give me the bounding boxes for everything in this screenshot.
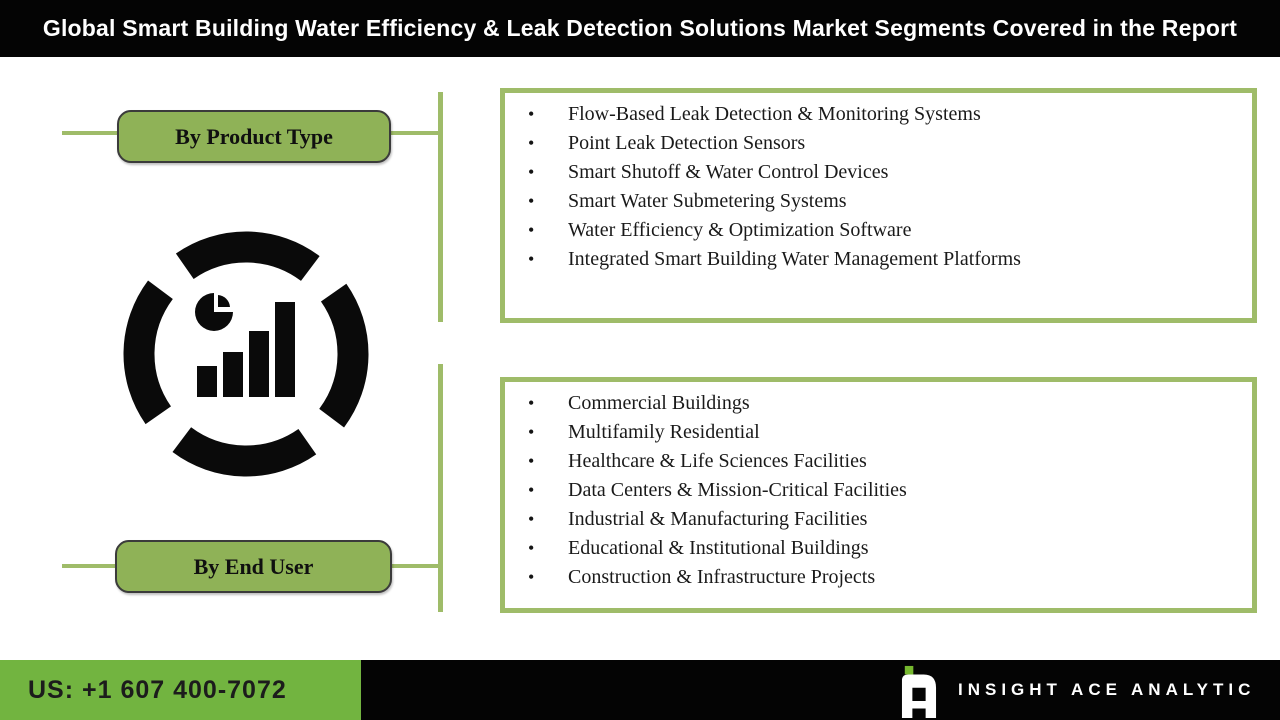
bullet-icon: • — [528, 538, 535, 558]
list-item-text: Data Centers & Mission-Critical Faciliti… — [568, 479, 907, 501]
list-item: • Flow-Based Leak Detection & Monitoring … — [510, 100, 1242, 129]
list-item-text: Multifamily Residential — [568, 421, 760, 443]
list-item: • Educational & Institutional Buildings — [510, 534, 1242, 563]
list-item: • Commercial Buildings — [510, 389, 1242, 418]
pie-chart-glyph — [195, 293, 233, 331]
list-item-text: Point Leak Detection Sensors — [568, 132, 806, 154]
list-item: • Industrial & Manufacturing Facilities — [510, 505, 1242, 534]
list-item: • Water Efficiency & Optimization Softwar… — [510, 216, 1242, 245]
connector-line-enduser-left — [62, 564, 115, 568]
bullet-icon: • — [528, 567, 535, 587]
donut-ring — [123, 231, 369, 477]
brand-block: INSIGHT ACE ANALYTIC — [898, 660, 1255, 720]
list-item-text: Educational & Institutional Buildings — [568, 537, 869, 559]
bar-chart-glyph — [197, 302, 295, 397]
list-item-text: Flow-Based Leak Detection & Monitoring S… — [568, 103, 981, 125]
list-item-text: Smart Water Submetering Systems — [568, 190, 847, 212]
list-item-text: Smart Shutoff & Water Control Devices — [568, 161, 889, 183]
bullet-icon: • — [528, 422, 535, 442]
bullet-icon: • — [528, 393, 535, 413]
end-user-list: • Commercial Buildings • Multifamily Resid… — [510, 389, 1242, 592]
segment-label-text: By End User — [193, 553, 314, 579]
analytics-chart-icon — [120, 228, 372, 480]
bullet-icon: • — [528, 133, 535, 153]
list-item: • Point Leak Detection Sensors — [510, 129, 1242, 158]
list-item-text: Water Efficiency & Optimization Software — [568, 219, 912, 241]
list-item-text: Commercial Buildings — [568, 392, 750, 414]
list-item-text: Healthcare & Life Sciences Facilities — [568, 450, 867, 472]
bullet-icon: • — [528, 451, 535, 471]
phone-number: US: +1 607 400-7072 — [28, 675, 287, 704]
segment-label-by-end-user: By End User — [115, 540, 392, 593]
list-item-text: Industrial & Manufacturing Facilities — [568, 508, 868, 530]
bullet-icon: • — [528, 509, 535, 529]
segment-label-by-product-type: By Product Type — [117, 110, 391, 163]
insight-ace-logo-icon — [901, 665, 937, 718]
connector-line-product-right — [391, 131, 442, 135]
product-type-list: • Flow-Based Leak Detection & Monitoring … — [510, 100, 1242, 274]
bullet-icon: • — [528, 104, 535, 124]
end-user-list-box: • Commercial Buildings • Multifamily Resid… — [500, 377, 1257, 613]
title-bar: Global Smart Building Water Efficiency &… — [0, 0, 1280, 57]
product-type-list-box: • Flow-Based Leak Detection & Monitoring … — [500, 88, 1257, 323]
bullet-icon: • — [528, 162, 535, 182]
list-item: • Smart Shutoff & Water Control Devices — [510, 158, 1242, 187]
bullet-icon: • — [528, 191, 535, 211]
list-item: • Integrated Smart Building Water Managem… — [510, 245, 1242, 274]
list-item: • Multifamily Residential — [510, 418, 1242, 447]
list-item: • Data Centers & Mission-Critical Facilit… — [510, 476, 1242, 505]
list-item: • Healthcare & Life Sciences Facilities — [510, 447, 1242, 476]
list-item: • Construction & Infrastructure Projects — [510, 563, 1242, 592]
connector-line-enduser-right — [392, 564, 442, 568]
list-item: • Smart Water Submetering Systems — [510, 187, 1242, 216]
list-item-text: Construction & Infrastructure Projects — [568, 566, 876, 588]
bullet-icon: • — [528, 249, 535, 269]
bullet-icon: • — [528, 480, 535, 500]
brand-name: INSIGHT ACE ANALYTIC — [958, 680, 1256, 699]
page-title: Global Smart Building Water Efficiency &… — [42, 15, 1238, 41]
bullet-icon: • — [528, 220, 535, 240]
analytics-chart-icon-svg — [123, 231, 369, 477]
footer-phone-panel: US: +1 607 400-7072 — [0, 660, 361, 720]
list-item-text: Integrated Smart Building Water Manageme… — [568, 248, 1021, 270]
connector-line-product-left — [62, 131, 117, 135]
connector-line-product-vertical — [438, 92, 443, 322]
connector-line-enduser-vertical — [438, 364, 443, 612]
segment-label-text: By Product Type — [175, 123, 333, 149]
